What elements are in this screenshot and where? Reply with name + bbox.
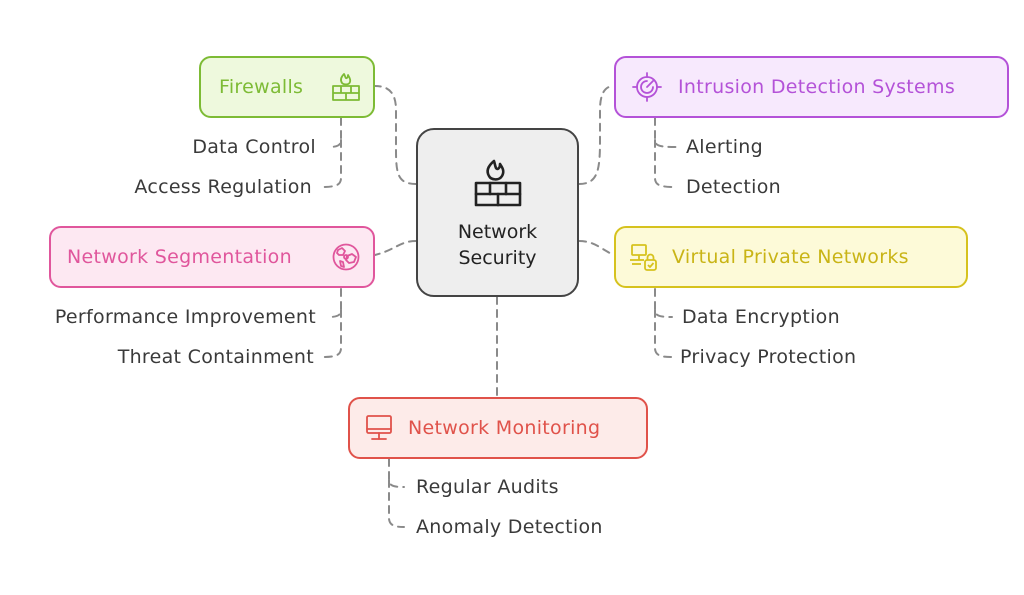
connector-performance (327, 288, 342, 318)
leaf-threat-containment: Threat Containment (117, 346, 314, 368)
connector-data-control (327, 117, 342, 148)
connector-segmentation (374, 240, 417, 256)
connector-detection (654, 139, 677, 188)
leaf-data-control: Data Control (192, 136, 316, 158)
connector-access-regulation (319, 139, 342, 188)
radar-icon (632, 72, 662, 102)
connector-alerting (654, 117, 677, 148)
connector-ids (578, 85, 615, 185)
leaf-data-encryption: Data Encryption (682, 306, 840, 328)
leaf-alerting: Alerting (686, 136, 764, 158)
connector-vpn (578, 240, 615, 256)
connector-encryption (654, 288, 673, 318)
ids-label: Intrusion Detection Systems (678, 76, 956, 98)
firewall-flame-icon (331, 72, 361, 102)
monitor-icon (364, 413, 394, 443)
vpn-label: Virtual Private Networks (672, 246, 909, 268)
center-label-line1: Network (457, 220, 538, 243)
connector-audits (388, 458, 405, 488)
center-label-line2: Security (458, 246, 537, 269)
leaf-performance-improvement: Performance Improvement (54, 306, 316, 328)
leaf-access-regulation: Access Regulation (134, 176, 312, 198)
connector-threat (321, 309, 342, 358)
firewalls-label: Firewalls (219, 76, 304, 98)
branch-network-monitoring[interactable]: Network Monitoring (348, 397, 648, 459)
connector-anomaly (388, 479, 405, 528)
leaf-detection: Detection (686, 176, 782, 198)
leaf-privacy-protection: Privacy Protection (680, 346, 857, 368)
center-node-network-security[interactable]: Network Security (416, 128, 579, 297)
leaf-regular-audits: Regular Audits (416, 476, 559, 498)
monitoring-label: Network Monitoring (408, 417, 601, 439)
connector-privacy (654, 309, 673, 358)
branch-intrusion-detection[interactable]: Intrusion Detection Systems (614, 56, 1009, 118)
branch-vpn[interactable]: Virtual Private Networks (614, 226, 968, 288)
branch-firewalls[interactable]: Firewalls (199, 56, 375, 118)
branch-network-segmentation[interactable]: Network Segmentation (49, 226, 375, 288)
network-globe-icon (331, 242, 361, 272)
secure-network-icon (628, 242, 658, 272)
firewall-icon (470, 155, 526, 211)
segmentation-label: Network Segmentation (67, 246, 292, 268)
connector-firewalls (374, 85, 417, 185)
leaf-anomaly-detection: Anomaly Detection (416, 516, 603, 538)
